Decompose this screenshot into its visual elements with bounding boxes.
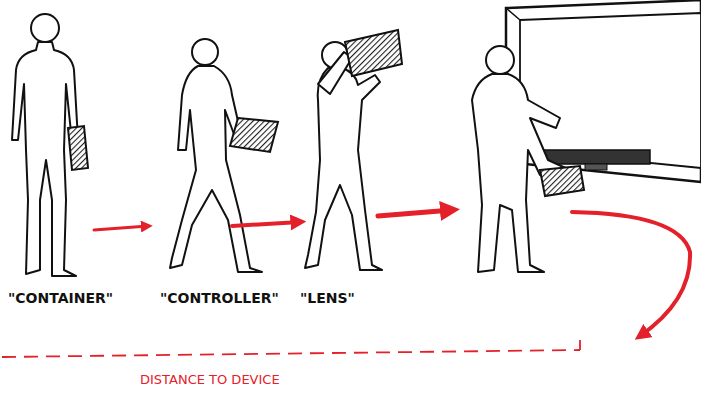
stage-label: "CONTROLLER": [160, 290, 279, 306]
progress-arrow: [94, 226, 148, 230]
tablet: [230, 118, 278, 152]
person-head: [486, 46, 514, 74]
tablet: [540, 166, 584, 196]
display-screen: [520, 13, 701, 168]
sensor-mount: [585, 164, 607, 170]
person-body: [305, 68, 382, 270]
tablet: [68, 126, 88, 170]
person-arm: [318, 52, 352, 94]
progress-arrow: [232, 222, 300, 226]
axis-label: DISTANCE TO DEVICE: [140, 372, 280, 387]
distance-line: [2, 350, 580, 357]
curved-arrow: [572, 212, 690, 336]
stage-label: "LENS": [300, 290, 355, 306]
stage-label: "CONTAINER": [8, 290, 113, 306]
person-head: [31, 14, 59, 42]
sensor-bar: [538, 150, 650, 164]
tablet: [345, 30, 402, 76]
person-body: [12, 42, 78, 276]
person-body: [170, 66, 262, 272]
progress-arrow: [378, 210, 452, 216]
person-head: [192, 39, 218, 65]
distance-tick: [579, 340, 581, 350]
